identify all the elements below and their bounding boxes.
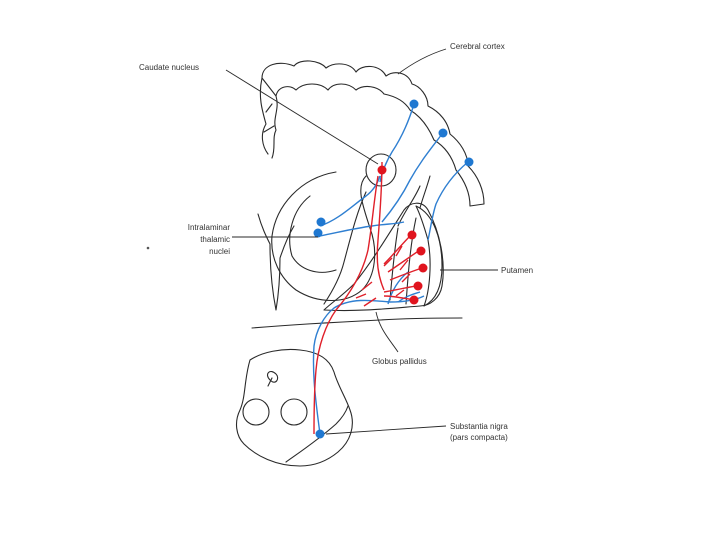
midbrain-section: [235, 348, 353, 467]
blue-neuron-dot: [438, 128, 448, 138]
red-neurons: [377, 165, 428, 305]
label-cerebral-cortex: Cerebral cortex: [450, 42, 505, 51]
blue-pathways: [312, 103, 469, 435]
lentiform-nucleus: [323, 175, 444, 312]
label-intralaminar-1: Intralaminar: [188, 223, 231, 232]
red-neuron-dot: [377, 165, 387, 175]
red-pathways: [313, 161, 423, 435]
label-substantia-nigra-1: Substantia nigra: [450, 422, 508, 431]
red-neuron-dot: [416, 246, 426, 256]
blue-neuron-dot: [464, 157, 474, 167]
base-line: [251, 317, 463, 329]
red-neuron-dot: [407, 230, 417, 240]
blue-neuron-dot: [316, 217, 326, 227]
red-neuron-dot: [413, 281, 423, 291]
cerebral-cortex: [259, 60, 485, 207]
blue-neuron-dot: [313, 228, 323, 238]
red-neuron-dot: [418, 263, 428, 273]
blue-neuron-dot: [315, 429, 325, 439]
red-neuron-dot: [409, 295, 419, 305]
label-intralaminar-2: thalamic: [200, 235, 230, 244]
blue-neurons: [313, 99, 474, 439]
stray-dot: [146, 246, 150, 250]
thalamus-region: [257, 171, 376, 311]
label-putamen: Putamen: [501, 266, 533, 275]
label-globus-pallidus: Globus pallidus: [372, 357, 427, 366]
label-substantia-nigra-2: (pars compacta): [450, 433, 508, 442]
label-intralaminar-3: nuclei: [209, 247, 230, 256]
blue-neuron-dot: [409, 99, 419, 109]
label-caudate-nucleus: Caudate nucleus: [139, 63, 199, 72]
leader-lines: [225, 48, 498, 435]
